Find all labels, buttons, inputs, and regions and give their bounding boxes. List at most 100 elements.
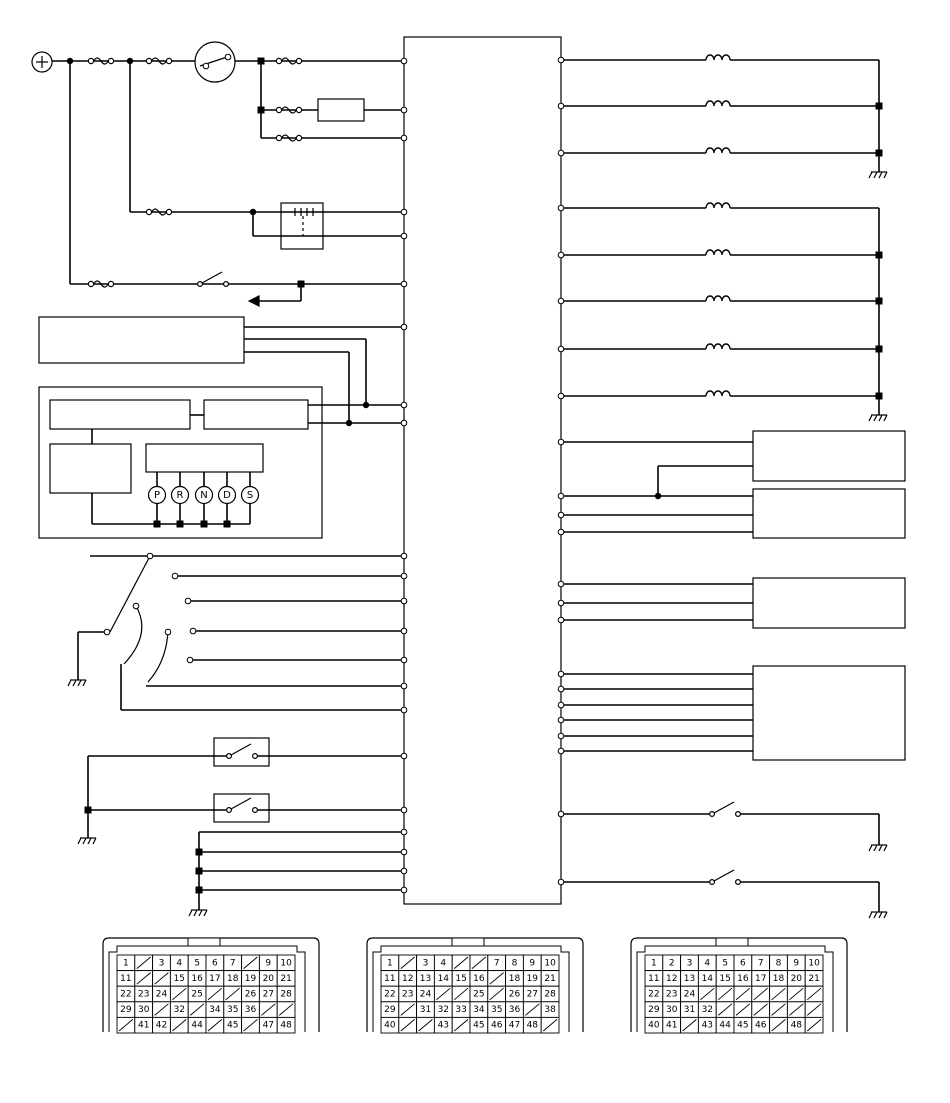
ground-icon [77,837,82,845]
pin-number: 33 [455,1005,466,1015]
pin-number: 26 [245,990,257,1000]
pin-number: 28 [280,990,292,1000]
pin-number: 24 [156,990,168,1000]
empty-pin-mark [225,987,240,1001]
junction-dot [345,419,353,427]
terminal [557,685,565,693]
coil-icon [705,390,731,397]
empty-pin-mark [489,987,504,1001]
wires [52,59,880,912]
terminal [400,597,408,605]
empty-pin-mark [771,1019,786,1032]
pin-number: 42 [156,1021,167,1031]
terminal [400,323,408,331]
fuse-icon [107,280,115,288]
terminal [400,232,408,240]
pin-cell [276,1016,296,1034]
ground-icon [873,414,878,422]
junction-dot [126,57,134,65]
ground-icon [873,844,878,852]
fuse-icon [145,57,153,65]
terminal [400,401,408,409]
component-box [203,399,309,430]
connector-inner [372,945,570,1032]
terminal [202,62,210,70]
junction-square [875,251,883,259]
pin-number: 13 [420,974,431,984]
ground-icon [883,171,888,179]
component-box [317,98,365,122]
pin-number: 21 [544,974,555,984]
empty-pin-mark [207,1019,223,1032]
terminal [400,656,408,664]
terminal [400,134,408,142]
empty-pin-mark [806,987,822,1001]
switch-icon [734,810,741,817]
pin-number: 20 [791,974,803,984]
junction-square [195,867,203,875]
switch-icon [201,271,223,284]
switch-icon [230,797,252,810]
switch-icon [197,281,204,288]
terminal [224,53,232,61]
ground-icon [878,844,883,852]
ground-icon [868,414,873,422]
coil-icon [705,202,731,209]
ignition-switch-icon [194,41,236,83]
pin-number: 47 [263,1021,274,1031]
pin-number: 7 [494,958,500,968]
pin-number: 28 [544,990,556,1000]
terminal [557,528,565,536]
switch-icon [734,878,741,885]
empty-pin-mark [735,1003,751,1016]
pin-number: 44 [191,1021,203,1031]
pin-number: 25 [191,990,202,1000]
connector-inner [108,945,306,1032]
terminal [186,656,194,664]
terminal [400,280,408,288]
junction-square [195,886,203,894]
component-box [752,488,906,539]
ground-icon [868,844,873,852]
pin-number: 23 [666,990,677,1000]
connector-inner [636,945,834,1032]
junction-square [257,57,265,65]
pin-number: 26 [509,990,521,1000]
empty-pin-mark [278,1003,294,1016]
terminal [184,597,192,605]
empty-pin-mark [453,987,469,1001]
connector-latch [715,937,749,947]
terminal [400,806,408,814]
fuse-icon [281,57,297,65]
terminal [557,438,565,446]
component-box [38,316,245,364]
pin-number: 31 [684,1005,695,1015]
pin-number: 10 [808,958,820,968]
pin-number: 9 [265,958,271,968]
coil-icon [705,100,731,107]
coil-icon [705,343,731,350]
terminal [400,106,408,114]
pin-number: 17 [755,974,766,984]
pin-number: 35 [227,1005,238,1015]
terminal [557,670,565,678]
ground-icon [72,679,77,687]
empty-pin-mark [154,1003,169,1016]
junction-dot [249,208,257,216]
ground-icon [77,679,82,687]
fuse-icon [295,134,303,142]
pin-number: 9 [793,958,799,968]
ground-icon [92,837,97,845]
pin-number: 36 [245,1005,257,1015]
fuse-icon [295,57,303,65]
pin-number: 19 [245,974,257,984]
pin-number: 4 [176,958,182,968]
terminal [400,627,408,635]
empty-pin-mark [753,1003,768,1016]
switch-icon [226,806,233,813]
junction-square [875,149,883,157]
relay-box [280,202,324,250]
empty-pin-mark [806,1003,822,1016]
